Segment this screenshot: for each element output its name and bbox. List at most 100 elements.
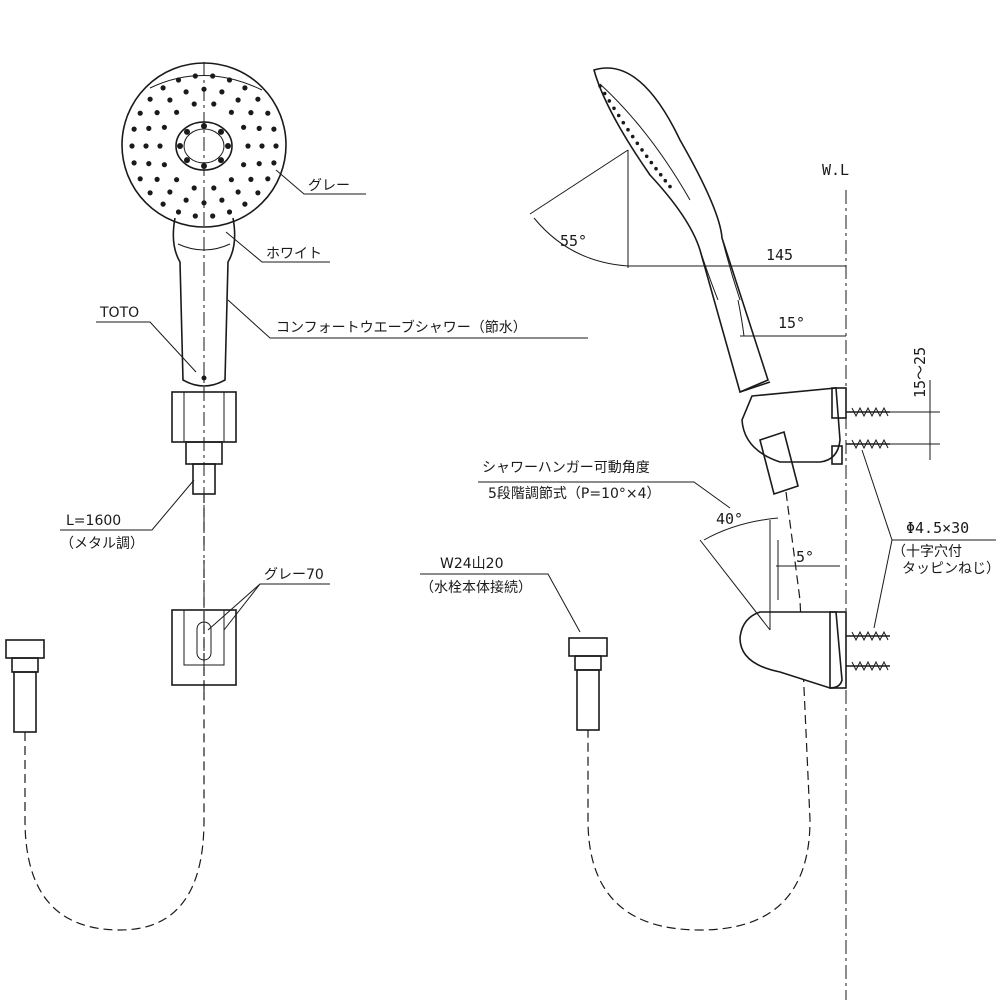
label-angle-55: 55° — [560, 232, 587, 250]
side-nozzles — [598, 84, 672, 189]
spray-hole — [228, 109, 234, 115]
label-angle-40: 40° — [716, 510, 743, 528]
side-nozzle — [630, 134, 635, 139]
spray-hole — [146, 125, 152, 131]
spray-hole — [183, 89, 189, 95]
spray-hole — [161, 162, 167, 168]
label-product: コンフォートウエーブシャワー（節水） — [276, 319, 527, 336]
spray-hole — [241, 162, 247, 168]
holder-side-plate — [831, 387, 847, 419]
hose-end-nut — [5, 639, 45, 659]
dim-55-slant — [529, 149, 629, 215]
side-nozzle — [626, 127, 630, 132]
spray-hole — [211, 101, 217, 107]
spray-hole — [265, 176, 271, 182]
label-wl: W.L — [822, 161, 849, 179]
spray-hole — [137, 110, 143, 116]
spray-hole — [235, 97, 241, 103]
spray-hole — [174, 177, 180, 183]
spray-hole — [131, 126, 137, 132]
spray-hole — [210, 213, 216, 219]
spray-hole — [273, 143, 279, 149]
label-dim-145: 145 — [766, 246, 793, 264]
spray-hole — [167, 97, 173, 103]
hose-loop-side — [587, 491, 811, 931]
spray-hole — [154, 176, 160, 182]
spray-hole — [167, 189, 173, 195]
spray-holes — [129, 73, 279, 219]
side-nozzle — [612, 106, 616, 111]
leader-gray70-b — [223, 583, 261, 631]
label-angle-5: 5° — [796, 548, 814, 566]
shower-head-front — [121, 62, 287, 228]
spray-hole — [147, 190, 153, 196]
spray-hole — [175, 209, 182, 215]
toto-logo-mark — [201, 375, 207, 381]
hose-end-neck — [11, 657, 39, 673]
side-nozzle — [663, 178, 668, 183]
leader-white — [225, 231, 330, 263]
side-nozzle — [658, 172, 663, 177]
leader-screw-a — [861, 449, 893, 541]
spray-hole — [211, 185, 217, 191]
spray-hole — [248, 176, 254, 182]
spray-hole — [131, 160, 137, 166]
side-nozzle — [640, 148, 644, 152]
spray-hole — [255, 190, 261, 196]
spray-hole — [183, 197, 189, 203]
label-screw-note1: （十字穴付 — [892, 544, 962, 560]
wall-bracket-side — [739, 611, 843, 689]
shower-head-rim — [149, 75, 263, 91]
screws-upper — [846, 406, 890, 450]
spray-hole — [210, 73, 216, 79]
thread-fitting-neck — [574, 655, 602, 671]
spray-hole — [241, 124, 247, 130]
spray-hole — [271, 160, 277, 166]
label-hanger-steps: 5段階調節式（P=10°×4） — [488, 485, 661, 502]
side-nozzle — [649, 160, 654, 165]
handle-side-contour — [699, 237, 741, 301]
spray-hole — [147, 96, 153, 102]
label-gray70: グレー70 — [264, 567, 324, 583]
spray-hole — [160, 201, 166, 207]
holder-side-foot — [831, 445, 843, 465]
spray-hole — [192, 73, 198, 79]
hose-loop-front — [24, 690, 205, 931]
center-nozzle — [184, 128, 190, 135]
shower-handle-front — [172, 217, 236, 387]
leader-gray70-a — [207, 583, 330, 631]
center-nozzle — [218, 128, 224, 135]
spray-hole — [265, 110, 271, 116]
spray-hole — [191, 185, 197, 191]
side-view: W.L — [568, 67, 890, 1000]
spray-hole — [192, 213, 198, 219]
side-nozzle — [654, 166, 658, 171]
center-nozzle — [201, 163, 207, 169]
spray-hole — [174, 109, 180, 115]
label-screw-note2: タッピンねじ） — [902, 561, 1000, 577]
leader-product — [227, 299, 588, 339]
label-hose-finish: （メタル調） — [60, 536, 144, 552]
spray-hole — [191, 101, 197, 107]
label-angle-15: 15° — [778, 314, 805, 332]
shower-head-center-ring — [175, 121, 233, 171]
label-gray: グレー — [308, 178, 350, 194]
leader-screw-b — [873, 539, 893, 629]
shower-face-side — [599, 83, 691, 201]
spray-hole — [146, 161, 152, 167]
side-nozzle — [598, 84, 602, 88]
spray-hole — [228, 177, 234, 183]
hose-end-body — [13, 671, 37, 733]
spray-hole — [242, 85, 248, 91]
label-white: ホワイト — [266, 246, 322, 262]
spray-hole — [248, 110, 254, 116]
center-nozzle — [201, 123, 207, 129]
leader-toto — [96, 321, 197, 373]
dim-55-arc — [533, 217, 629, 267]
spray-hole — [201, 200, 207, 206]
front-view — [5, 62, 287, 931]
leader-hose — [60, 479, 195, 531]
spray-hole — [259, 143, 265, 149]
wall-bracket-side-plate — [829, 611, 847, 689]
